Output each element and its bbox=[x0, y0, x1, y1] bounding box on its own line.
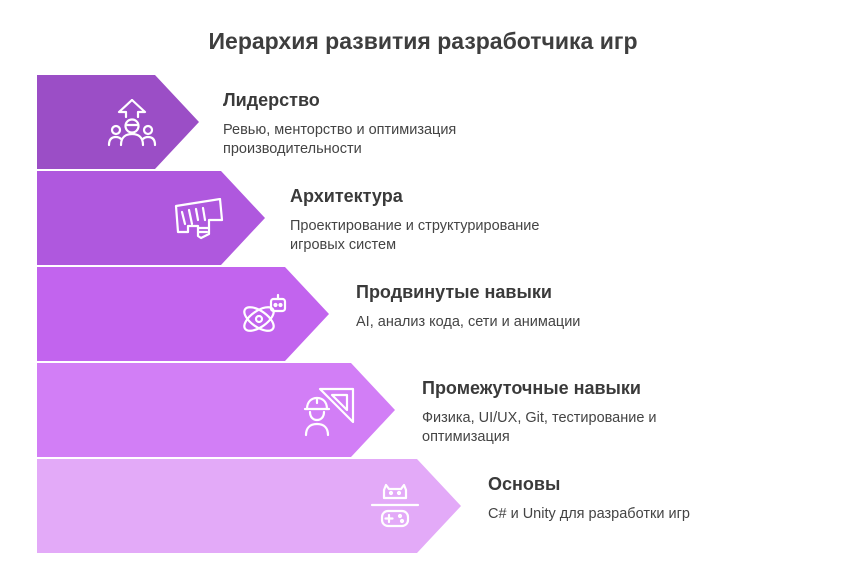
tier-leadership: Лидерство Ревью, менторство и оптимизаци… bbox=[37, 75, 846, 169]
tier-title: Архитектура bbox=[290, 186, 403, 206]
tier-intermediate-skills: Промежуточные навыки Физика, UI/UX, Git,… bbox=[37, 363, 846, 457]
ai-robot-icon bbox=[243, 293, 287, 332]
architecture-plan-icon bbox=[174, 198, 224, 240]
team-leader-icon bbox=[107, 99, 157, 147]
tier-shape bbox=[37, 459, 461, 553]
tier-description: Ревью, менторство и оптимизация производ… bbox=[223, 122, 457, 157]
tier-title: Промежуточные навыки bbox=[422, 378, 641, 398]
tier-shape bbox=[37, 171, 265, 265]
tier-title: Лидерство bbox=[223, 90, 320, 110]
tier-title: Продвинутые навыки bbox=[356, 282, 552, 302]
tier-description: Физика, UI/UX, Git, тестирование и оптим… bbox=[422, 410, 657, 445]
tier-description: Проектирование и структурирование игровы… bbox=[290, 218, 540, 253]
tier-title: Основы bbox=[488, 474, 561, 494]
tier-advanced-skills: Продвинутые навыки AI, анализ кода, сети… bbox=[37, 267, 846, 361]
engineer-tools-icon bbox=[303, 387, 355, 437]
tier-description: AI, анализ кода, сети и анимации bbox=[356, 314, 581, 330]
tier-basics: Основы C# и Unity для разработки игр bbox=[37, 459, 846, 553]
page-title: Иерархия развития разработчика игр bbox=[208, 28, 638, 54]
tier-shape bbox=[37, 75, 199, 169]
tier-shape bbox=[37, 267, 329, 361]
tier-architecture: Архитектура Проектирование и структуриро… bbox=[37, 171, 846, 265]
tier-description: C# и Unity для разработки игр bbox=[488, 506, 690, 522]
gamepad-icon bbox=[370, 483, 420, 528]
